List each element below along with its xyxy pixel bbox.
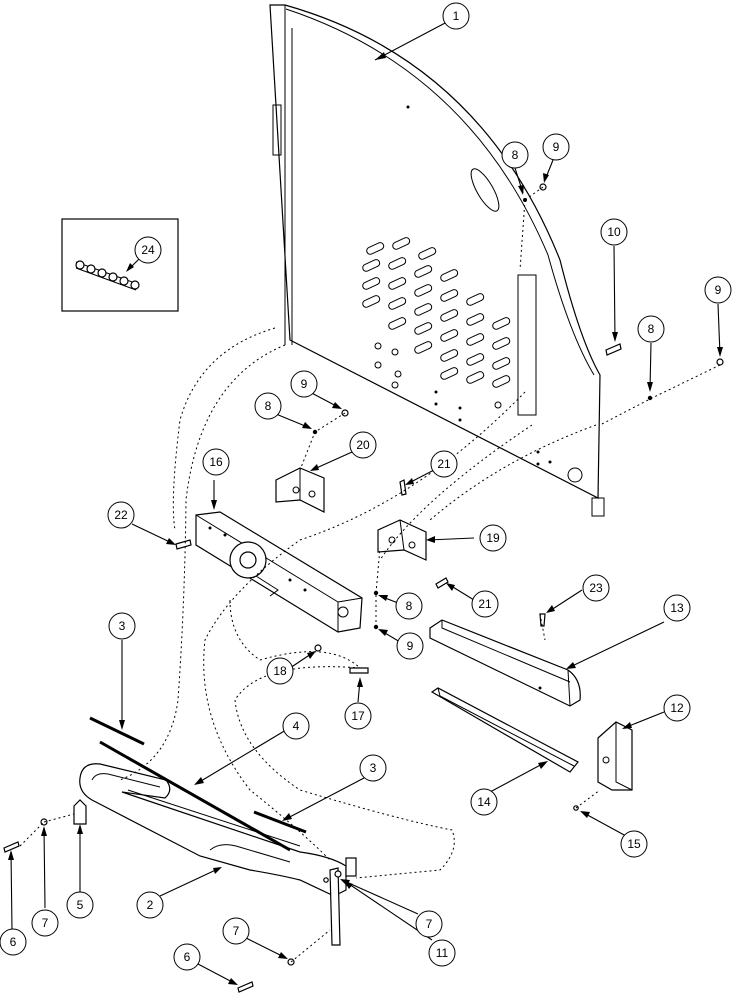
crossmember-part [195, 511, 363, 633]
svg-text:5: 5 [77, 898, 84, 912]
svg-text:3: 3 [119, 619, 126, 633]
svg-text:9: 9 [301, 377, 308, 391]
svg-text:7: 7 [233, 924, 240, 938]
svg-text:1: 1 [453, 9, 460, 23]
callout-bubble-9: 9 [704, 276, 732, 304]
trim-strip-part [430, 687, 579, 773]
svg-text:9: 9 [715, 283, 722, 297]
callout-bubble-3: 3 [108, 612, 136, 640]
side-bracket-part [597, 721, 633, 791]
svg-text:10: 10 [607, 225, 621, 239]
bar-part-3b [253, 810, 307, 834]
callout-leaders [8, 21, 723, 985]
svg-text:6: 6 [10, 935, 17, 949]
callout-bubble-14: 14 [470, 788, 498, 816]
svg-text:16: 16 [209, 455, 223, 469]
side-panel-part [269, 4, 605, 517]
trim-cover-part [429, 619, 581, 707]
svg-text:7: 7 [426, 917, 433, 931]
callout-bubble-4: 4 [282, 712, 310, 740]
svg-text:11: 11 [436, 946, 449, 960]
chain-inset-part [61, 218, 179, 312]
svg-text:22: 22 [114, 508, 128, 522]
svg-text:14: 14 [477, 795, 491, 809]
callout-bubble-6: 6 [173, 943, 201, 971]
callout-bubble-7: 7 [31, 909, 59, 937]
callout-bubble-12: 12 [663, 694, 691, 722]
callout-bubble-13: 13 [663, 594, 691, 622]
svg-text:7: 7 [42, 916, 49, 930]
svg-text:8: 8 [648, 322, 655, 336]
svg-text:4: 4 [293, 719, 300, 733]
svg-text:19: 19 [486, 531, 500, 545]
svg-text:23: 23 [589, 581, 603, 595]
svg-text:21: 21 [437, 457, 451, 471]
bar-part-4 [99, 740, 291, 852]
callout-bubble-10: 10 [600, 218, 628, 246]
callout-bubble-17: 17 [344, 702, 372, 730]
svg-text:8: 8 [512, 148, 519, 162]
svg-text:6: 6 [184, 950, 191, 964]
vent-slots [362, 237, 511, 388]
svg-text:12: 12 [670, 701, 684, 715]
alignment-lines [19, 186, 721, 963]
callout-bubble-20: 20 [349, 431, 377, 459]
callout-bubble-15: 15 [620, 830, 648, 858]
svg-text:9: 9 [553, 140, 560, 154]
callout-bubble-7: 7 [415, 910, 443, 938]
callout-bubble-8: 8 [637, 315, 665, 343]
svg-text:2: 2 [147, 898, 154, 912]
callout-bubble-8: 8 [254, 392, 282, 420]
callout-bubble-8: 8 [395, 592, 423, 620]
svg-text:3: 3 [370, 761, 377, 775]
svg-text:20: 20 [356, 438, 370, 452]
svg-text:9: 9 [407, 639, 414, 653]
svg-text:15: 15 [627, 837, 641, 851]
callout-bubble-24: 24 [134, 236, 162, 264]
callout-bubble-3: 3 [359, 754, 387, 782]
callout-bubble-11: 11 [428, 939, 456, 967]
lower-frame-part [79, 763, 357, 946]
callout-bubble-1: 1 [442, 2, 470, 30]
callout-bubble-16: 16 [202, 448, 230, 476]
callout-bubble-9: 9 [290, 370, 318, 398]
bar-part-3a [89, 716, 145, 746]
svg-text:24: 24 [141, 243, 155, 257]
callout-bubble-22: 22 [107, 501, 135, 529]
callout-bubble-8: 8 [501, 141, 529, 169]
callout-bubble-9: 9 [542, 133, 570, 161]
svg-text:17: 17 [351, 709, 365, 723]
callout-bubble-2: 2 [136, 891, 164, 919]
svg-text:8: 8 [265, 399, 272, 413]
callout-bubble-18: 18 [266, 657, 294, 685]
callout-bubble-9: 9 [396, 632, 424, 660]
svg-text:21: 21 [478, 597, 492, 611]
callout-bubble-5: 5 [66, 891, 94, 919]
callout-bubble-21: 21 [430, 450, 458, 478]
callout-bubble-23: 23 [582, 574, 610, 602]
callout-bubble-6: 6 [0, 928, 27, 956]
svg-text:8: 8 [406, 599, 413, 613]
clip-part [73, 799, 87, 825]
svg-text:18: 18 [273, 664, 287, 678]
callout-bubble-21: 21 [471, 590, 499, 618]
svg-text:13: 13 [670, 601, 684, 615]
bracket-parts [275, 467, 427, 561]
callout-bubble-7: 7 [222, 917, 250, 945]
callout-bubble-19: 19 [479, 524, 507, 552]
